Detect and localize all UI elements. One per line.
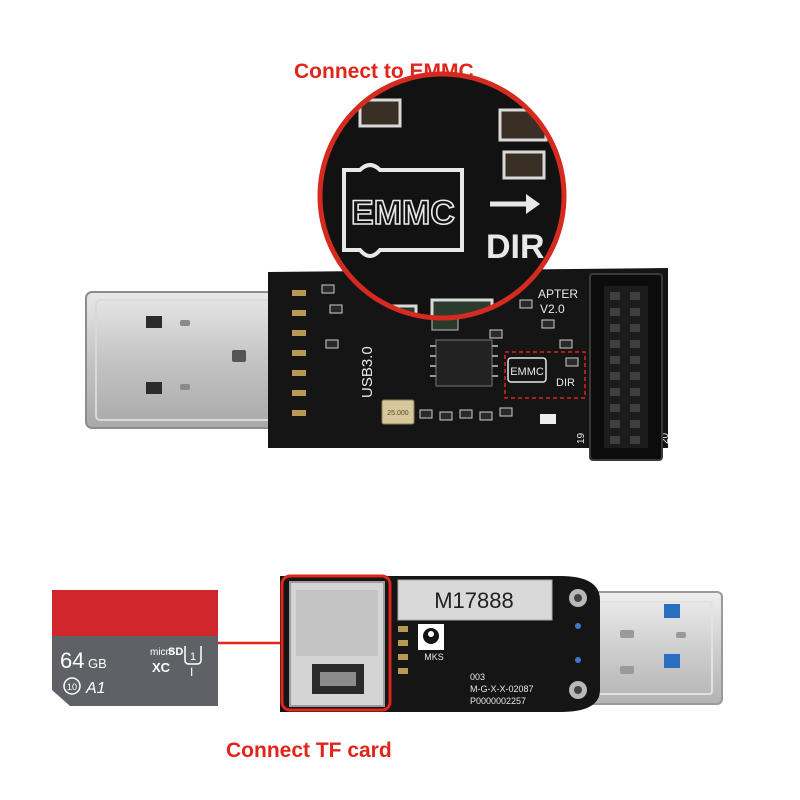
zoom-dir-label: DIR	[486, 228, 545, 266]
silkscreen-adapter: APTER	[538, 287, 578, 301]
mks-logo-text: MKS	[424, 652, 444, 662]
crystal-label: 25.000	[387, 410, 409, 417]
model-label: M17888	[434, 588, 514, 613]
silkscreen-usb30: USB3.0	[359, 346, 376, 398]
code-mgxx: M-G-X-X-02087	[470, 684, 534, 694]
microsd-card	[52, 590, 218, 706]
sd-brand-sd: SD	[168, 646, 183, 658]
silkscreen-version: V2.0	[540, 302, 565, 316]
sd-capacity: 64	[60, 648, 84, 673]
caption-connect-tf-card: Connect TF card	[226, 739, 392, 762]
code-p: P0000002257	[470, 696, 526, 706]
class10-icon	[63, 677, 81, 695]
usb-a-plug-bottom	[581, 591, 723, 705]
tf-card-slot	[289, 581, 385, 707]
pin-header-connector	[589, 273, 663, 461]
sd-speed-roman: I	[190, 665, 193, 679]
zoom-magnifier-circle: EMMC DIR	[317, 71, 567, 321]
model-sticker	[397, 579, 553, 621]
code-003: 003	[470, 672, 485, 682]
silkscreen-emmc: EMMC	[510, 366, 544, 378]
sd-capacity-unit: GB	[88, 656, 107, 671]
pcb-board-top: 25.000 USB3.0 APTER V2.0 EMMC DIR 19 20	[268, 268, 671, 448]
sd-class-xc: XC	[152, 660, 171, 675]
silkscreen-pin20: 20	[660, 432, 671, 444]
sd-speed-u1: 1	[190, 651, 196, 663]
sd-a1: A1	[85, 680, 106, 697]
top-adapter-photo: 25.000 USB3.0 APTER V2.0 EMMC DIR 19 20	[85, 71, 671, 461]
zoom-emmc-label: EMMC	[351, 194, 455, 232]
silkscreen-pin19: 19	[576, 432, 587, 444]
sd-brand-micro: micro	[150, 647, 175, 658]
tf-slot-highlight-box	[280, 574, 392, 712]
uhs-u-icon	[184, 646, 202, 665]
silkscreen-dir: DIR	[556, 377, 575, 389]
sd-class10: 10	[67, 682, 77, 692]
